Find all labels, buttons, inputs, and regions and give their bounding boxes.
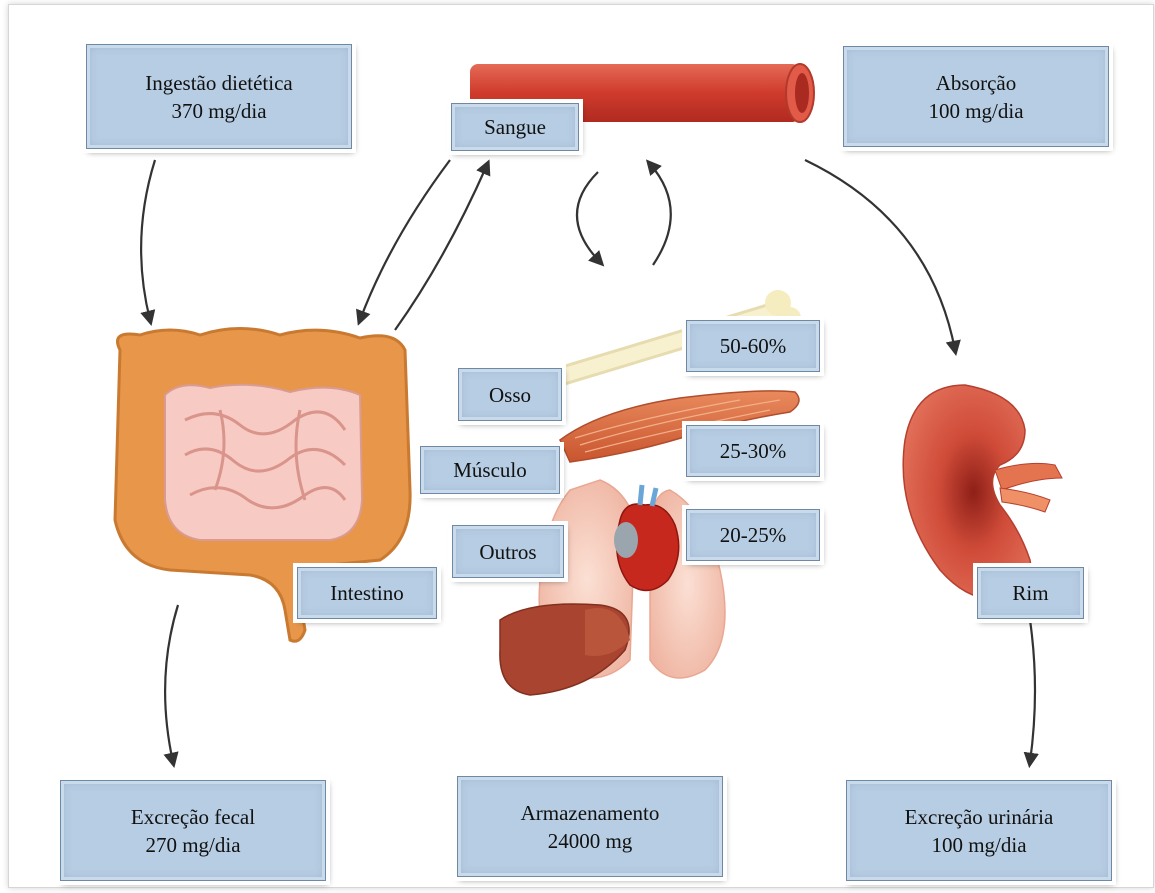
- muscle-label: Músculo: [453, 456, 527, 484]
- fecal-label: Excreção fecal: [131, 803, 255, 831]
- arrow-kidney-to-urinary: [1030, 620, 1035, 762]
- storage-value: 24000 mg: [548, 827, 633, 855]
- arrow-intestine-to-fecal: [165, 605, 178, 762]
- blood-tag: Sangue: [451, 103, 579, 151]
- kidney-tag: Rim: [977, 567, 1084, 619]
- blood-label: Sangue: [484, 113, 546, 141]
- others-share: 20-25%: [720, 521, 787, 549]
- muscle-share: 25-30%: [720, 437, 787, 465]
- bone-share: 50-60%: [720, 332, 787, 360]
- arrow-blood-to-intestine: [360, 160, 450, 320]
- intake-value: 370 mg/dia: [171, 97, 266, 125]
- intake-label: Ingestão dietética: [145, 69, 293, 97]
- others-label: Outros: [479, 538, 536, 566]
- bone-label: Osso: [489, 381, 531, 409]
- bone-tag: Osso: [458, 368, 562, 421]
- urinary-label: Excreção urinária: [905, 803, 1054, 831]
- fecal-value: 270 mg/dia: [145, 831, 240, 859]
- absorption-label: Absorção: [936, 69, 1016, 97]
- kidney-label: Rim: [1012, 579, 1048, 607]
- arrow-storage-to-blood: [650, 164, 671, 265]
- storage-box: Armazenamento 24000 mg: [457, 776, 723, 877]
- muscle-tag: Músculo: [420, 446, 560, 494]
- intake-box: Ingestão dietética 370 mg/dia: [86, 44, 352, 149]
- others-share-tag: 20-25%: [686, 509, 820, 561]
- intestine-label: Intestino: [330, 579, 404, 607]
- fecal-excretion-box: Excreção fecal 270 mg/dia: [60, 780, 326, 881]
- absorption-value: 100 mg/dia: [928, 97, 1023, 125]
- urinary-excretion-box: Excreção urinária 100 mg/dia: [846, 780, 1112, 881]
- urinary-value: 100 mg/dia: [931, 831, 1026, 859]
- bone-share-tag: 50-60%: [686, 320, 820, 372]
- storage-label: Armazenamento: [521, 799, 660, 827]
- arrow-absorption-to-kidney: [805, 160, 955, 350]
- arrow-intake-to-intestine: [141, 160, 155, 320]
- arrow-blood-to-storage: [577, 172, 600, 262]
- absorption-box: Absorção 100 mg/dia: [843, 46, 1109, 147]
- intestine-tag: Intestino: [297, 567, 437, 619]
- others-tag: Outros: [452, 525, 564, 578]
- arrow-intestine-to-blood: [395, 165, 487, 330]
- muscle-share-tag: 25-30%: [686, 425, 820, 477]
